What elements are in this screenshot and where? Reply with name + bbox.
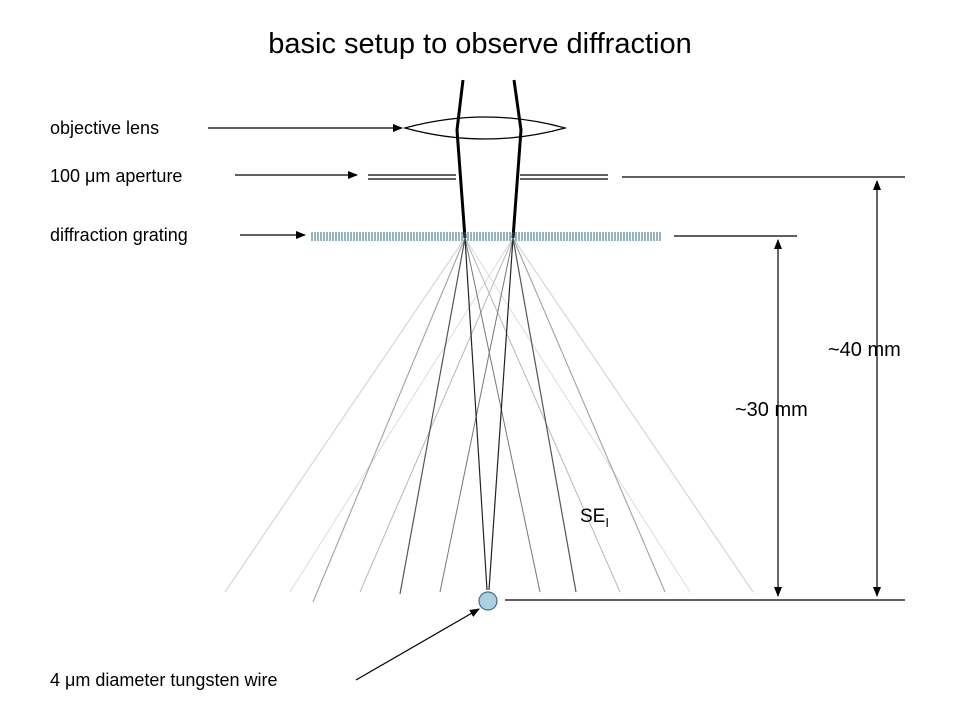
ray-order-3 [464, 237, 691, 593]
objective-lens-label: objective lens [50, 118, 160, 138]
ray-order-2 [312, 237, 466, 603]
diffracted-rays [224, 237, 754, 603]
ray-order-3 [289, 237, 514, 593]
lens-shape [402, 116, 568, 140]
ray-order-2 [359, 237, 514, 593]
aperture [368, 174, 608, 180]
diffraction-grating [311, 232, 661, 241]
dimension-lines [505, 176, 905, 601]
se-subscript: I [605, 514, 609, 530]
incident-beam [455, 79, 523, 239]
ray-order-1 [399, 237, 466, 595]
dimension-label-30mm: ~30 mm [735, 399, 808, 421]
beam-right-edge [511, 79, 523, 239]
ray-zero-order [488, 237, 514, 591]
ray-order-1 [464, 237, 541, 593]
se-main: SE [580, 506, 606, 527]
ray-order-1 [512, 237, 577, 593]
ray-order-3 [224, 237, 466, 593]
grating-label: diffraction grating [50, 225, 188, 245]
diagram-title: basic setup to observe diffraction [268, 28, 692, 60]
ray-order-2 [464, 237, 621, 593]
aperture-label: 100 μm aperture [50, 166, 183, 186]
label-arrows [208, 124, 480, 681]
ray-zero-order [464, 237, 488, 591]
wire-arrow [355, 608, 480, 681]
tungsten-wire [478, 591, 498, 611]
objective-lens [402, 116, 568, 140]
ray-order-2 [512, 237, 666, 593]
secondary-electron-label: SEI [580, 506, 609, 530]
wire-label: 4 μm diameter tungsten wire [50, 670, 278, 690]
beam-left-edge [455, 79, 467, 239]
dimension-label-40mm: ~40 mm [828, 339, 901, 361]
ray-order-3 [512, 237, 754, 593]
